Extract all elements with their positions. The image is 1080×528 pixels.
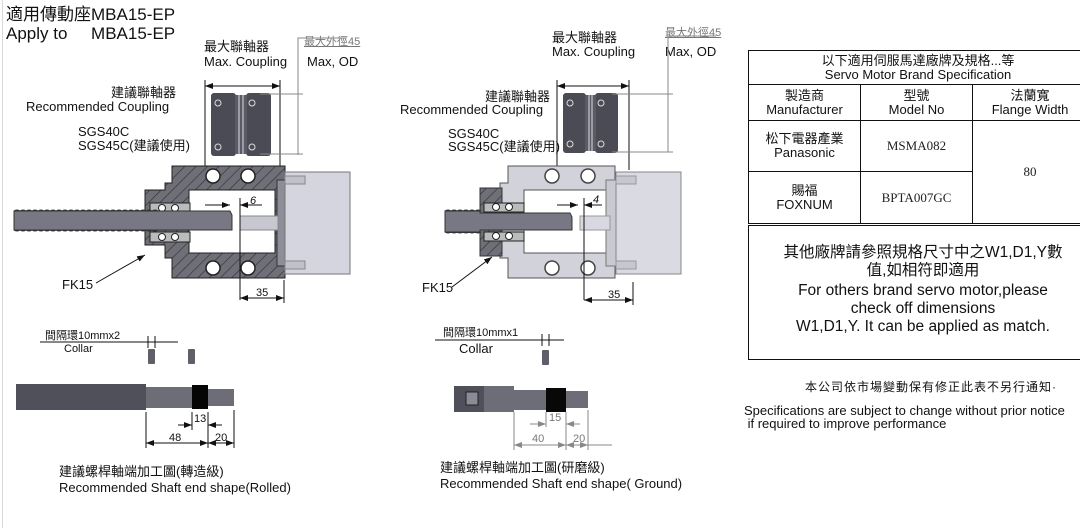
right-motor (615, 171, 682, 275)
right-caption-en: Recommended Shaft end shape( Ground) (440, 476, 683, 491)
right-max-od-en: Max, OD (665, 44, 717, 59)
header-manufacturer: 製造商 Manufacturer (748, 84, 861, 121)
right-max-coupling-cn: 最大聯軸器 (552, 30, 618, 45)
left-max-coupling-en: Max. Coupling (204, 54, 288, 69)
header-model: 型號 Model No (860, 84, 973, 121)
right-model-1: SGS40C (448, 126, 500, 141)
footer-notice-en: Specifications are subject to change wit… (744, 403, 1065, 431)
left-assembly-drawing: 6 35 FK15 13 48 20 (13, 37, 351, 448)
right-bearing-label: FK15 (422, 280, 453, 295)
table-row: 松下電器產業 Panasonic MSMA082 80 (748, 120, 1080, 224)
left-max-od-cn: 最大外徑45 (304, 36, 361, 48)
right-dim-15: 15 (549, 412, 561, 424)
header-manufacturer-en: Manufacturer (766, 101, 843, 117)
left-caption-en: Recommended Shaft end shape(Rolled) (59, 480, 291, 495)
right-depth-dim: 35 (608, 289, 620, 301)
header-flange-en: Flange Width (991, 101, 1069, 117)
right-collar-en: Collar (459, 341, 493, 356)
page-border (2, 0, 3, 528)
left-max-od-en: Max, OD (307, 54, 359, 69)
table-header-row: 製造商 Manufacturer 型號 Model No 法蘭寬 Flange … (748, 84, 1080, 121)
right-caption-cn: 建議螺桿軸端加工圖(研磨級) (440, 460, 605, 475)
left-collar-1 (148, 349, 155, 364)
note-cn: 其他廠牌請參照規格尺寸中之W1,D1,Y數 值,如相符即適用 (783, 244, 1063, 279)
left-coupling (204, 37, 346, 170)
left-recommended-en: Recommended Coupling (26, 99, 170, 114)
left-depth-dim: 35 (256, 287, 268, 299)
left-caption-cn: 建議螺桿軸端加工圖(轉造級) (59, 464, 224, 479)
left-collar-2 (188, 349, 195, 364)
header-flange-width: 法蘭寬 Flange Width (972, 84, 1080, 121)
header-model-en: Model No (888, 101, 945, 117)
left-bearing-label: FK15 (62, 277, 93, 292)
header-flange-cn: 法蘭寬 (1010, 87, 1050, 103)
left-gap-dim: 6 (250, 195, 257, 207)
right-assembly-drawing: 4 35 FK15 15 40 20 (422, 35, 716, 450)
row-maker-cn: 松下電器產業 (765, 131, 844, 146)
right-max-coupling-en: Max. Coupling (552, 44, 636, 59)
table-row: 賜福 FOXNUM BPTA007GC (748, 171, 1080, 224)
right-recommended-cn: 建議聯軸器 (484, 89, 550, 104)
left-max-coupling-cn: 最大聯軸器 (204, 39, 270, 54)
table-title-en: Servo Motor Brand Specification (824, 66, 1012, 82)
right-dim-40: 40 (532, 433, 544, 445)
left-dim-48: 48 (169, 432, 181, 444)
right-dim-20: 20 (573, 433, 585, 445)
left-model-1: SGS40C (78, 124, 130, 139)
page-title-cn: 適用傳動座MBA15-EP (6, 5, 176, 24)
left-collar-en: Collar (64, 343, 93, 355)
row-maker-cn: 賜福 (791, 182, 818, 198)
row-maker: 賜福 FOXNUM (748, 171, 861, 224)
left-recommended-cn: 建議聯軸器 (110, 85, 176, 100)
row-model: BPTA007GC (860, 171, 973, 224)
left-dim-20: 20 (215, 432, 227, 444)
left-dim-13: 13 (194, 413, 206, 425)
table-title-cn: 以下適用伺服馬達廠牌及規格...等 (821, 52, 1015, 68)
flange-width-value: 80 (972, 120, 1080, 224)
left-model-2: SGS45C(建議使用) (78, 138, 190, 153)
right-collar-cn: 間隔環10mmx1 (443, 327, 519, 339)
right-shaft-end: 15 40 20 (454, 386, 612, 450)
left-shaft-end: 13 48 20 (16, 384, 235, 448)
page-title-en: Apply to MBA15-EP (6, 24, 176, 43)
left-motor (284, 171, 351, 275)
header-manufacturer-cn: 製造商 (784, 87, 824, 103)
left-collar-cn: 間隔環10mmx2 (45, 330, 121, 342)
right-model-2: SGS45C(建議使用) (448, 139, 560, 154)
right-recommended-en: Recommended Coupling (400, 102, 544, 117)
right-collar-1 (542, 350, 549, 365)
right-coupling (556, 35, 716, 170)
table-title-row: 以下適用伺服馬達廠牌及規格...等 Servo Motor Brand Spec… (748, 50, 1080, 85)
footer-notice-cn: 本公司依市場變動保有修正此表不另行通知· (805, 380, 1057, 394)
right-gap-dim: 4 (593, 194, 599, 206)
left-screw-shaft (13, 209, 279, 232)
row-maker: 松下電器產業 Panasonic (748, 120, 861, 172)
note-box (748, 225, 1080, 360)
note-en: For others brand servo motor,please chec… (796, 282, 1050, 335)
servo-spec-table: 以下適用伺服馬達廠牌及規格...等 Servo Motor Brand Spec… (748, 50, 1080, 224)
row-maker-en: FOXNUM (776, 196, 833, 212)
right-screw-shaft (444, 209, 611, 234)
row-model: MSMA082 (860, 120, 973, 172)
header-model-cn: 型號 (903, 87, 930, 103)
row-maker-en: Panasonic (774, 145, 835, 160)
table-title: 以下適用伺服馬達廠牌及規格...等 Servo Motor Brand Spec… (748, 50, 1080, 85)
